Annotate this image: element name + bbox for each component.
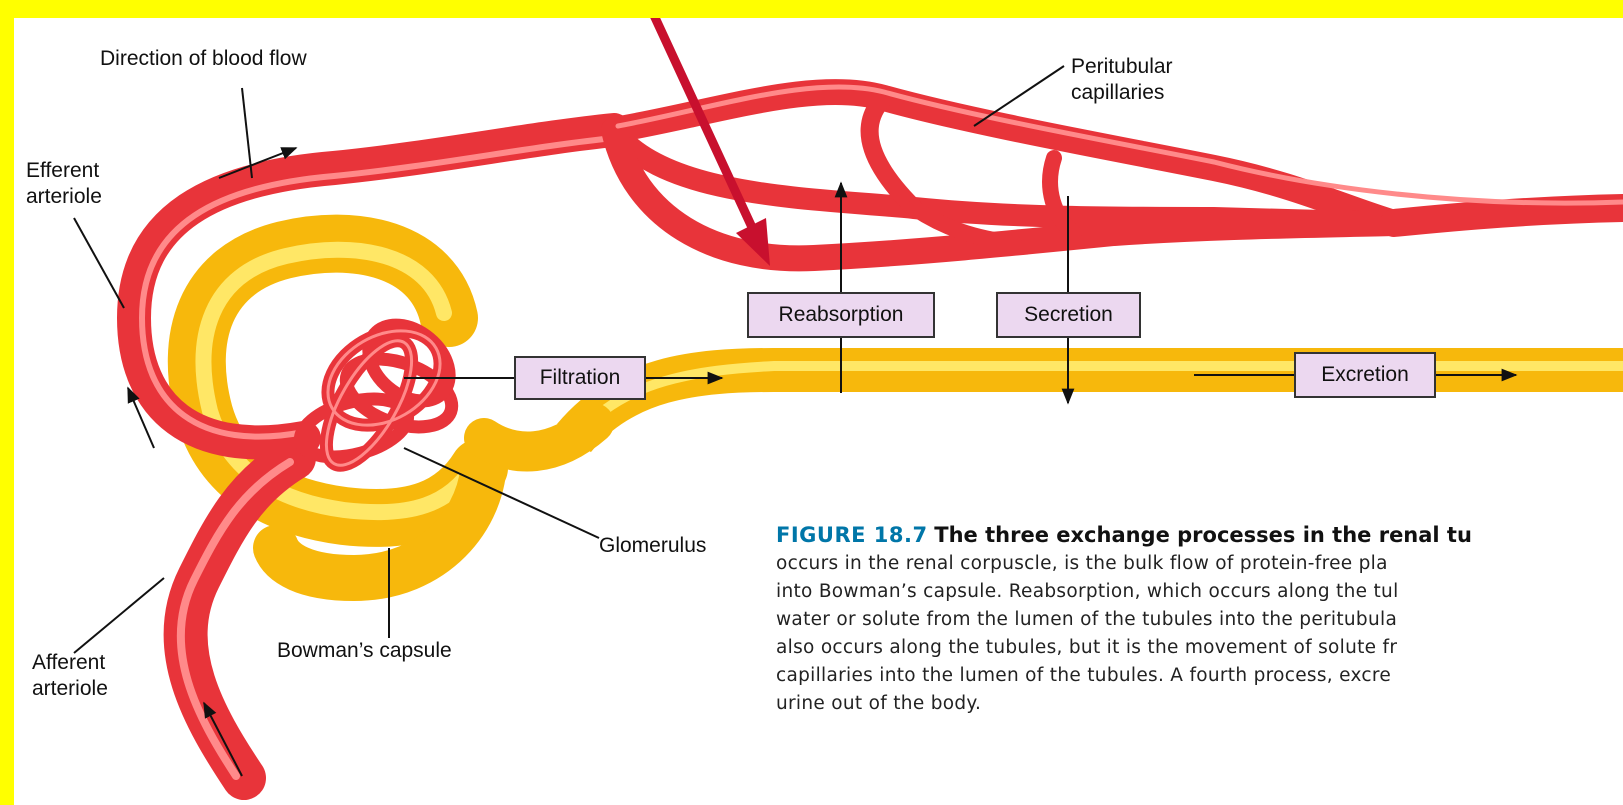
- label-afferent: Afferent: [32, 650, 105, 675]
- label-efferent: Efferent: [26, 158, 99, 183]
- label-capillaries: capillaries: [1071, 80, 1164, 105]
- leader-efferent: [74, 218, 124, 308]
- caption-line: also occurs along the tubules, but it is…: [776, 634, 1623, 662]
- leader-direction: [242, 88, 252, 178]
- tubule: [574, 370, 1623, 438]
- figure-number: FIGURE 18.7: [776, 523, 928, 547]
- leader-afferent: [74, 578, 164, 653]
- label-peritubular: Peritubular: [1071, 54, 1173, 79]
- filtration-box: Filtration: [514, 356, 646, 400]
- label-glomerulus: Glomerulus: [599, 533, 706, 558]
- caption-line: urine out of the body.: [776, 690, 1623, 718]
- label-afferent-arteriole: arteriole: [32, 676, 108, 701]
- caption-line: capillaries into the lumen of the tubule…: [776, 662, 1623, 690]
- figure-page: Direction of blood flow Peritubular capi…: [14, 18, 1623, 805]
- caption-line: occurs in the renal corpuscle, is the bu…: [776, 550, 1623, 578]
- label-bowmans-capsule: Bowman’s capsule: [277, 638, 452, 663]
- tubule-neck: [484, 423, 594, 452]
- label-direction-of-blood-flow: Direction of blood flow: [100, 46, 307, 71]
- caption-line: into Bowman’s capsule. Reabsorption, whi…: [776, 578, 1623, 606]
- excretion-box: Excretion: [1294, 352, 1436, 398]
- caption-heading: FIGURE 18.7 The three exchange processes…: [776, 520, 1623, 550]
- capillary-top-branch: [614, 92, 1394, 223]
- venule: [1394, 208, 1623, 223]
- label-efferent-arteriole: arteriole: [26, 184, 102, 209]
- secretion-box: Secretion: [996, 292, 1141, 338]
- caption-line: water or solute from the lumen of the tu…: [776, 606, 1623, 634]
- reabsorption-box: Reabsorption: [747, 292, 935, 338]
- figure-caption: FIGURE 18.7 The three exchange processes…: [776, 520, 1623, 718]
- figure-title: The three exchange processes in the rena…: [934, 523, 1472, 547]
